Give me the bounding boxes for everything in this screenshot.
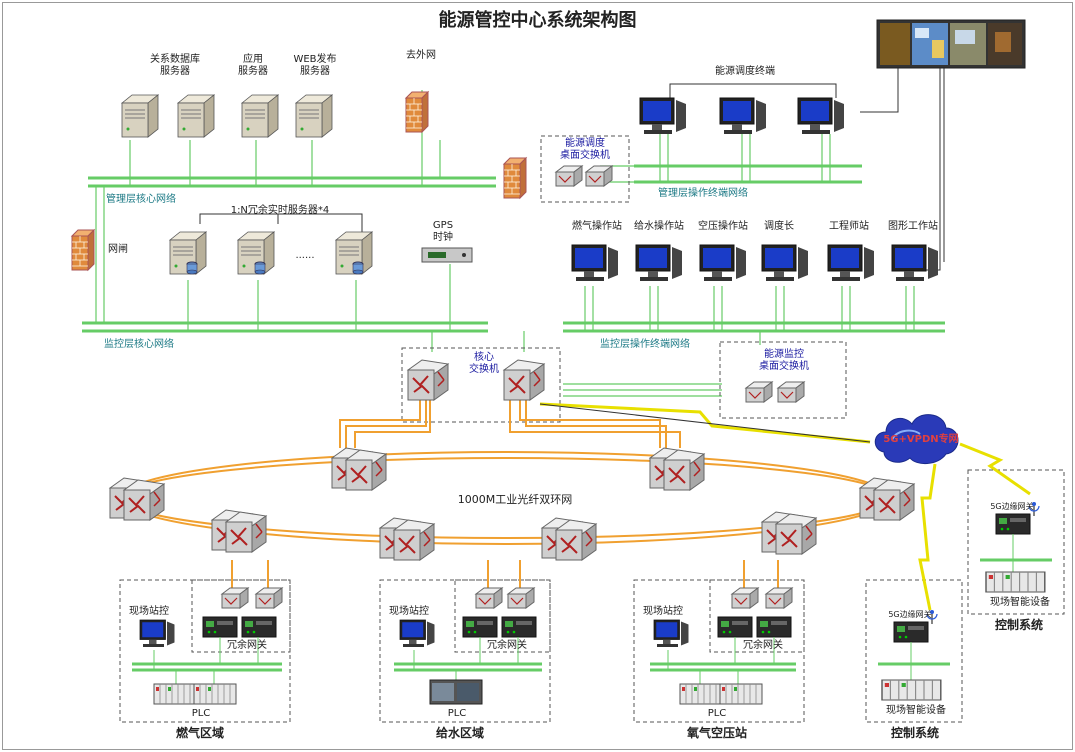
ring-switch-e2 [873, 479, 915, 521]
monitor-switch-label: 能源监控桌面交换机 [759, 349, 809, 372]
dispatch-firewall-icon [503, 157, 527, 199]
oxygen-field-station-label: 现场站控 [643, 606, 683, 617]
ring-switch-nw2 [345, 449, 387, 491]
dispatch-terminal-3 [797, 97, 845, 135]
edge-gw-label-1: 5G边缘网关 [888, 610, 932, 619]
wireless-links [539, 402, 1031, 611]
gps-clock [421, 247, 473, 263]
water-plc-label: PLC [447, 708, 467, 719]
control-system-1 [878, 609, 950, 701]
ring-switch-water2 [393, 519, 435, 561]
monitor-term-network [563, 321, 945, 333]
gas-plc-label: PLC [191, 708, 211, 719]
water-redundant-gw-label: 冗余网关 [487, 640, 527, 651]
monitor-term-net-label: 监控层操作终端网络 [600, 339, 690, 350]
external-firewall-icon [405, 91, 429, 133]
station-water [635, 244, 683, 282]
wireless-link-core [539, 403, 871, 443]
external-net-label: 去外网 [406, 50, 436, 61]
dispatch-terminal-2 [719, 97, 767, 135]
station-air [699, 244, 747, 282]
station-label-gas: 燃气操作站 [572, 221, 622, 232]
area-gas-label: 燃气区域 [175, 726, 224, 740]
vpdn-label: 5G+VPDN专网 [883, 434, 959, 445]
station-engineer [827, 244, 875, 282]
water-area [394, 587, 542, 705]
ring-network-label: 1000M工业光纤双环网 [457, 493, 573, 506]
gas-area [132, 587, 283, 705]
water-field-station-label: 现场站控 [389, 606, 429, 617]
mgmt-core-network [88, 176, 496, 188]
station-label-engineer: 工程师站 [829, 221, 869, 232]
station-label-water: 给水操作站 [634, 221, 684, 232]
ring-switch-mid2 [555, 519, 597, 561]
dispatch-switch-a [555, 165, 583, 187]
ring-switch-ne2 [663, 449, 705, 491]
app-servers-label: 应用服务器 [238, 54, 268, 77]
realtime-servers-label: 1:N冗余实时服务器*4 [230, 205, 330, 216]
ring-switch-gas2 [225, 511, 267, 553]
field-devices-label-1: 现场智能设备 [886, 705, 946, 716]
mgmt-term-net-label: 管理层操作终端网络 [658, 188, 748, 199]
display-wall [876, 19, 1026, 69]
control-system-label-1: 控制系统 [890, 726, 939, 740]
group-boxes [119, 135, 1065, 723]
control-system-2 [980, 501, 1052, 593]
mgmt-core-net-label: 管理层核心网络 [106, 194, 176, 205]
gateway-label: 网闸 [108, 244, 128, 255]
station-gas [571, 244, 619, 282]
db-server-2 [177, 94, 215, 138]
mgmt-term-network [634, 164, 862, 184]
ellipsis-label: ...... [295, 250, 315, 261]
ring-switch-oxy2 [775, 513, 817, 555]
oxygen-plc-label: PLC [707, 708, 727, 719]
station-label-dispatcher: 调度长 [764, 221, 794, 232]
core-switch-label: 核心交换机 [469, 352, 499, 375]
area-oxygen-label: 氧气空压站 [686, 726, 747, 740]
field-devices-label-2: 现场智能设备 [990, 597, 1050, 608]
station-dispatcher [761, 244, 809, 282]
core-switch-1 [407, 359, 449, 401]
core-switch-2 [503, 359, 545, 401]
area-water-label: 给水区域 [435, 726, 484, 740]
gas-field-station-label: 现场站控 [129, 606, 169, 617]
dispatch-terminal-label: 能源调度终端 [715, 66, 775, 77]
gas-redundant-gw-label: 冗余网关 [227, 640, 267, 651]
db-server-1 [121, 94, 159, 138]
station-graphic [891, 244, 939, 282]
oxygen-area [650, 587, 796, 705]
realtime-server-3 [336, 232, 372, 274]
diagram-title: 能源管控中心系统架构图 [438, 10, 637, 31]
dispatch-terminal-1 [639, 97, 687, 135]
realtime-server-1 [170, 232, 206, 274]
control-system-label-2: 控制系统 [994, 618, 1043, 632]
station-label-air: 空压操作站 [698, 221, 748, 232]
web-server [295, 94, 333, 138]
vpdn-cloud-icon [874, 414, 959, 464]
ring-switch-w2 [123, 479, 165, 521]
dispatch-switch-label: 能源调度桌面交换机 [560, 138, 610, 161]
station-label-graphic: 图形工作站 [888, 221, 938, 232]
monitor-switch-b [777, 381, 805, 403]
edge-gw-label-2: 5G边缘网关 [990, 502, 1034, 511]
realtime-server-2 [238, 232, 274, 274]
web-servers-label: WEB发布服务器 [293, 54, 337, 77]
app-server [241, 94, 279, 138]
dispatch-switch-b [585, 165, 613, 187]
db-servers-label: 关系数据库服务器 [150, 54, 200, 77]
monitor-core-net-label: 监控层核心网络 [104, 339, 174, 350]
monitor-core-network [82, 321, 488, 333]
oxygen-redundant-gw-label: 冗余网关 [743, 640, 783, 651]
monitor-switch-a [745, 381, 773, 403]
gateway-firewall-icon [71, 229, 95, 271]
